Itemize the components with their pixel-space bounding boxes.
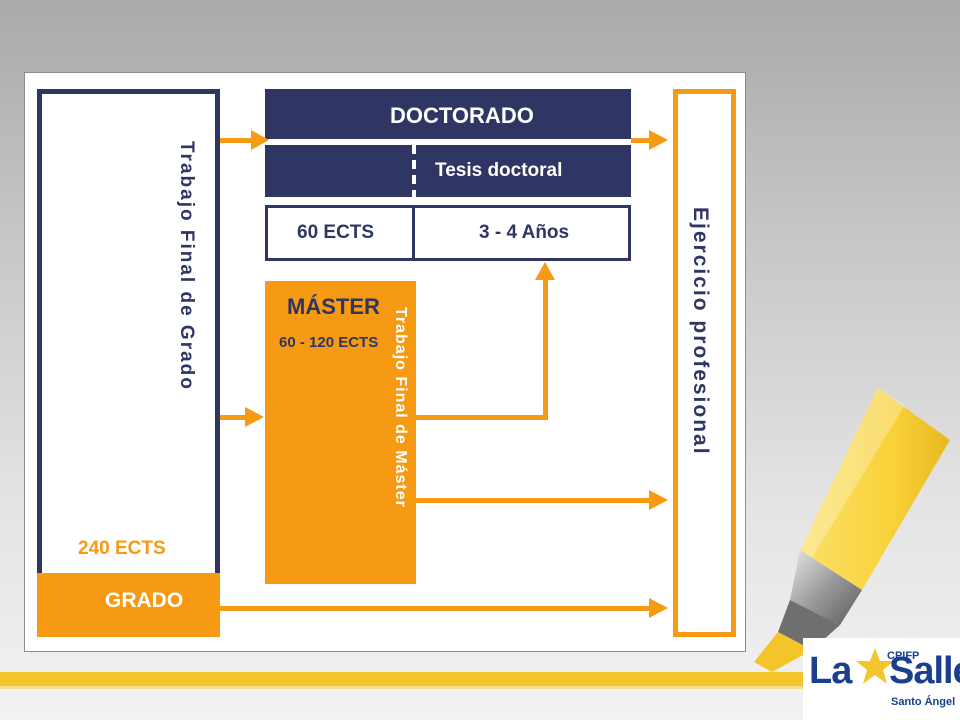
arrow-doctorado-ejercicio <box>631 138 651 143</box>
arrow-grado-doctorado <box>220 138 253 143</box>
tesis-band <box>265 145 631 197</box>
arrow-master-doctorado-h <box>416 415 548 420</box>
master-ects: 60 - 120 ECTS <box>279 334 379 351</box>
doctorado-header <box>265 89 631 139</box>
master-title: MÁSTER <box>287 294 380 319</box>
bottom-yellow-stripe <box>0 672 960 686</box>
arrow-doctorado-ejercicio-head <box>649 130 668 150</box>
arrow-master-ejercicio-head <box>649 490 668 510</box>
doctorado-title: DOCTORADO <box>390 103 534 128</box>
trabajo-final-master-label: Trabajo Final de Máster <box>392 307 409 508</box>
arrow-grado-doctorado-head <box>251 130 269 150</box>
logo-subtitle: Santo Ángel <box>891 696 956 708</box>
grado-bar <box>37 573 220 637</box>
arrow-master-doctorado-v <box>543 278 548 420</box>
ejercicio-profesional-label: Ejercicio profesional <box>689 207 712 456</box>
arrow-grado-ejercicio <box>220 606 651 611</box>
logo-salle: Salle <box>889 650 960 692</box>
diagram-frame: GRADO 240 ECTS Trabajo Final de Grado DO… <box>24 72 746 652</box>
logo-cpifp: CPIFP <box>887 650 920 662</box>
star-icon <box>856 648 894 684</box>
doctorado-ects-divider <box>412 205 415 261</box>
doctorado-ects: 60 ECTS <box>297 222 375 243</box>
la-salle-logo: CPIFP La Salle Santo Ángel <box>803 638 960 720</box>
grado-column <box>37 89 220 637</box>
arrow-master-ejercicio <box>416 498 651 503</box>
doctorado-duration: 3 - 4 Años <box>479 222 570 243</box>
arrow-master-doctorado-head <box>535 262 555 280</box>
ejercicio-profesional-box <box>673 89 736 637</box>
grado-title: GRADO <box>105 589 184 612</box>
bottom-yellow-stripe-thin <box>0 686 960 689</box>
grado-ects: 240 ECTS <box>78 538 166 559</box>
tesis-dashed-divider <box>412 145 416 197</box>
arrow-grado-master <box>220 415 247 420</box>
arrow-grado-master-head <box>245 407 264 427</box>
tesis-doctoral-label: Tesis doctoral <box>435 160 563 181</box>
logo-la: La <box>809 650 852 692</box>
arrow-grado-ejercicio-head <box>649 598 668 618</box>
doctorado-ects-row <box>265 205 631 261</box>
flow-arrows <box>220 130 668 618</box>
master-block <box>265 281 416 584</box>
trabajo-final-grado-label: Trabajo Final de Grado <box>176 141 197 391</box>
